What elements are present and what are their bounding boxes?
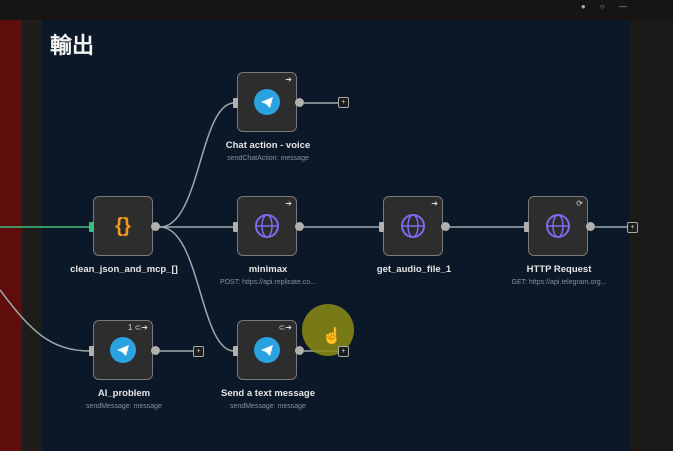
output-port[interactable]: [295, 222, 304, 231]
add-node-button[interactable]: +: [338, 97, 349, 108]
node-clean-json[interactable]: {}: [93, 196, 153, 256]
input-port[interactable]: [89, 222, 94, 232]
output-port[interactable]: [151, 222, 160, 231]
telegram-icon: [110, 337, 136, 363]
node-send-text-message[interactable]: ⊂➔: [237, 320, 297, 380]
telegram-icon: [254, 89, 280, 115]
node-label: HTTP Request: [526, 264, 592, 275]
node-subtitle: sendMessage: message: [86, 403, 162, 410]
node-label: Send a text message: [221, 388, 315, 399]
node-label: minimax: [248, 264, 288, 275]
node-subtitle: sendMessage: message: [230, 403, 306, 410]
node-status-icon: 1 ⊂➔: [127, 323, 148, 332]
add-node-button[interactable]: +: [338, 346, 349, 357]
edge-clean-chat: [159, 102, 235, 228]
node-label: get_audio_file_1: [376, 264, 452, 275]
hand-cursor-icon: ☝: [322, 328, 342, 345]
input-port[interactable]: [233, 98, 238, 108]
top-bar: ● ○ —: [0, 0, 673, 20]
node-label: AI_problem: [97, 388, 151, 399]
node-subtitle: GET: https://api.telegram.org...: [511, 279, 607, 286]
sticky-title: 輸出: [50, 33, 95, 58]
code-braces-icon: {}: [115, 215, 131, 237]
node-status-icon: ➔: [431, 199, 438, 208]
node-status-icon: ⊂➔: [278, 323, 292, 332]
node-subtitle: sendChatAction: message: [227, 155, 309, 162]
node-label: Chat action - voice: [225, 140, 311, 151]
canvas-background: [22, 20, 42, 451]
add-node-button[interactable]: +: [627, 222, 638, 233]
node-status-icon: ➔: [285, 199, 292, 208]
add-node-button[interactable]: +: [193, 346, 204, 357]
node-ai-problem[interactable]: 1 ⊂➔: [93, 320, 153, 380]
edge-incoming-lower: [0, 289, 91, 352]
telegram-icon: [254, 337, 280, 363]
input-port[interactable]: [233, 222, 238, 232]
node-chat-action-voice[interactable]: ➔: [237, 72, 297, 132]
node-minimax[interactable]: ➔: [237, 196, 297, 256]
canvas-background-right: [630, 20, 673, 451]
input-port[interactable]: [379, 222, 384, 232]
window-icons[interactable]: ● ○ —: [580, 2, 633, 11]
output-port[interactable]: [295, 346, 304, 355]
input-port[interactable]: [233, 346, 238, 356]
output-port[interactable]: [441, 222, 450, 231]
output-port[interactable]: [586, 222, 595, 231]
node-status-icon: ⟳: [576, 199, 583, 208]
globe-icon: [254, 213, 280, 239]
node-label: clean_json_and_mcp_[]: [70, 264, 178, 275]
output-port[interactable]: [295, 98, 304, 107]
globe-icon: [545, 213, 571, 239]
globe-icon: [400, 213, 426, 239]
adjacent-sticky-note: [0, 20, 22, 451]
node-status-icon: ➔: [285, 75, 292, 84]
node-http-request[interactable]: ⟳: [528, 196, 588, 256]
input-port[interactable]: [524, 222, 529, 232]
output-port[interactable]: [151, 346, 160, 355]
node-get-audio-file[interactable]: ➔: [383, 196, 443, 256]
node-subtitle: POST: https://api.replicate.co...: [219, 279, 317, 286]
edge-clean-send: [159, 226, 235, 352]
input-port[interactable]: [89, 346, 94, 356]
